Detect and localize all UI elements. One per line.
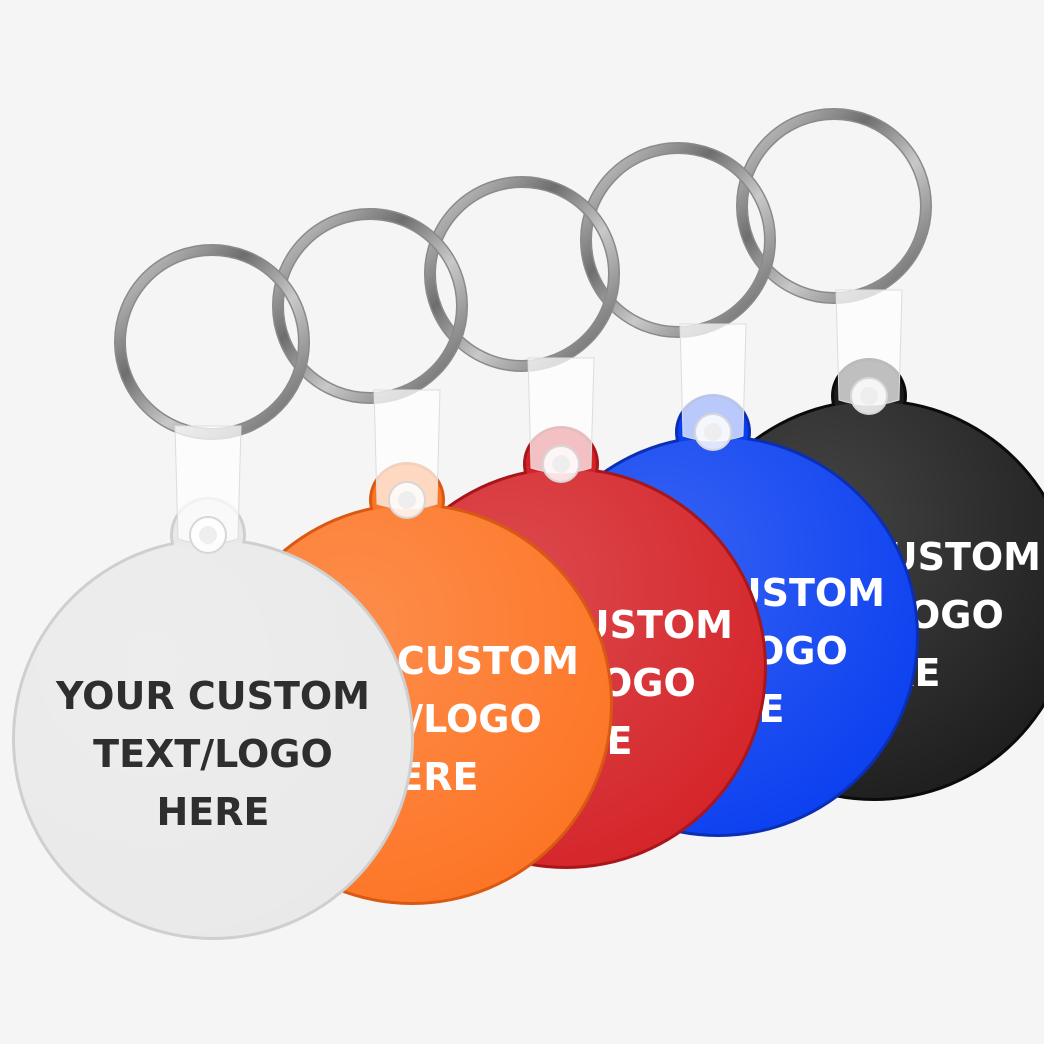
tag-imprint-line: TEXT/LOGO: [93, 732, 333, 776]
tag-grommet-hole: [704, 423, 722, 441]
split-ring-shine: [425, 177, 619, 371]
split-ring-shine: [581, 143, 775, 337]
keychain: YOUR CUSTOM TEXT/LOGO HERE: [12, 244, 414, 940]
tag-imprint-line: HERE: [157, 790, 270, 834]
tag-imprint-text: YOUR CUSTOM TEXT/LOGO HERE: [55, 674, 370, 834]
split-ring-shine: [737, 109, 931, 303]
tag-imprint-line: YOUR CUSTOM: [55, 674, 370, 718]
tag-gloss: [15, 541, 411, 937]
tag-grommet-hole: [398, 491, 416, 509]
split-ring-shine: [273, 209, 467, 403]
tag-grommet-hole: [860, 387, 878, 405]
tag-grommet-hole: [552, 455, 570, 473]
split-ring-shine: [115, 245, 309, 439]
tag-grommet-hole: [199, 526, 217, 544]
